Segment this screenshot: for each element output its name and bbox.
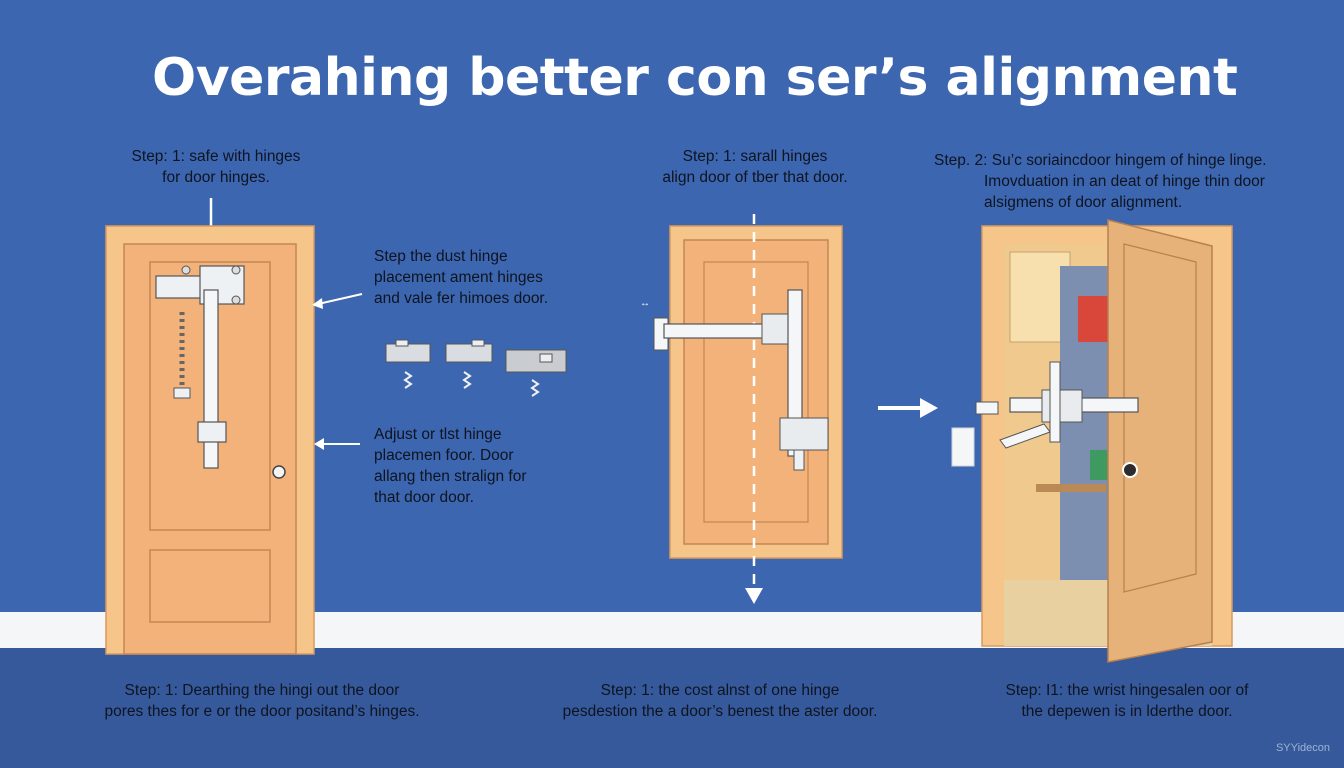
hinge-tip xyxy=(975,401,999,415)
hinge-pin xyxy=(231,265,241,275)
panel3-caption-bottom: Step: 1: the cost alnst of one hinge pes… xyxy=(520,680,920,722)
hinge-bracket xyxy=(173,387,191,399)
room-plant xyxy=(1090,450,1108,480)
hinge-pin xyxy=(231,295,241,305)
hinge-rail xyxy=(1049,361,1061,443)
hinge-part xyxy=(505,349,567,397)
caption-line: Step: I1: the wrist hingesalen oor of xyxy=(1005,682,1249,699)
hinge-link xyxy=(999,423,1051,449)
room-table xyxy=(1036,484,1106,492)
floor xyxy=(0,648,1344,768)
room-picture xyxy=(1078,296,1112,342)
panel1-caption-bottom: Step: 1: Dearthing the hingi out the doo… xyxy=(62,680,462,722)
hinge-clamp xyxy=(779,417,829,451)
caption-line: Imovduation in an deat of hinge thin doo… xyxy=(984,173,1265,190)
door-upper-panel xyxy=(149,261,271,531)
pointer-arrow-head xyxy=(314,438,324,450)
down-arrow-head xyxy=(745,588,763,604)
hinge-part xyxy=(385,339,431,389)
hinge-pin xyxy=(181,265,191,275)
panel1-caption-top: Step: 1: safe with hinges for door hinge… xyxy=(96,146,336,188)
caption-line: Step: 1: safe with hinges xyxy=(131,148,301,165)
note-line: placement ament hinges xyxy=(374,269,543,286)
pointer-arrow xyxy=(317,293,363,305)
caption-line: the depewen is in lderthe door. xyxy=(1021,703,1233,720)
note-line: that door door. xyxy=(374,489,474,506)
door-knob xyxy=(272,465,286,479)
door-lower-panel xyxy=(149,549,271,623)
door-leaf-open xyxy=(1107,219,1213,663)
caption-line: Step: 1: the cost alnst of one hinge xyxy=(600,682,840,699)
panel4-caption-top: Step. 2: Su’c soriaincdoor hingem of hin… xyxy=(934,150,1267,213)
hinge-foot xyxy=(793,449,805,471)
arrow-tag: ↔ xyxy=(640,298,650,309)
watermark: SYYidecon xyxy=(1275,742,1330,754)
right-arrow-head xyxy=(920,398,938,418)
hinge-clamp xyxy=(197,421,227,443)
caption-line: pores thes for e or the door positand’s … xyxy=(104,703,420,720)
panel2-note-2: Adjust or tlst hinge placemen foor. Door… xyxy=(374,424,527,508)
note-line: Adjust or tlst hinge xyxy=(374,426,502,443)
caption-line: for door hinges. xyxy=(162,169,270,186)
caption-line: alsigmens of door alignment. xyxy=(984,194,1183,211)
panel3-caption-top: Step: 1: sarall hinges align door of tbe… xyxy=(630,146,880,188)
caption-line: align door of tber that door. xyxy=(662,169,848,186)
caption-line: Step: 1: Dearthing the hingi out the doo… xyxy=(124,682,400,699)
hinge-part xyxy=(445,339,493,389)
door-knob xyxy=(1122,462,1138,478)
door-leaf xyxy=(683,239,829,545)
caption-line: pesdestion the a door’s benest the aster… xyxy=(562,703,878,720)
note-line: placemen foor. Door xyxy=(374,447,514,464)
caption-line: Step: 1: sarall hinges xyxy=(682,148,828,165)
caption-line: Step. 2: Su’c soriaincdoor hingem of hin… xyxy=(934,152,1267,169)
note-line: allang then stralign for xyxy=(374,468,527,485)
door-upper-panel xyxy=(703,261,809,523)
panel4-caption-bottom: Step: I1: the wrist hingesalen oor of th… xyxy=(962,680,1292,722)
note-line: and vale fer himoes door. xyxy=(374,290,549,307)
door-panel xyxy=(1123,243,1197,593)
hinge-clamp xyxy=(1041,389,1083,423)
panel2-note-1: Step the dust hinge placement ament hing… xyxy=(374,246,548,309)
pointer-arrow-head xyxy=(312,298,323,309)
note-line: Step the dust hinge xyxy=(374,248,508,265)
page-title: Overahing better con ser’s alignment xyxy=(152,48,1238,108)
wall-switch xyxy=(951,427,975,467)
